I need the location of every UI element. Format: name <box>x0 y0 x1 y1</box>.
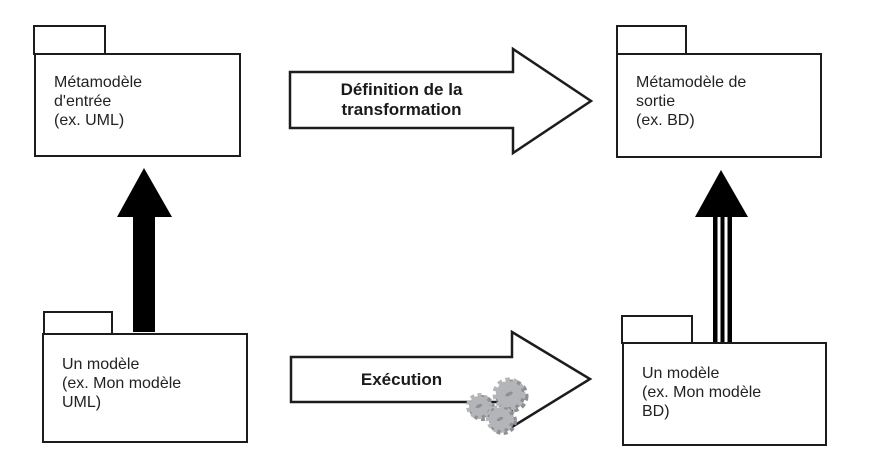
package-label-line: BD) <box>642 403 670 420</box>
package-tab <box>616 25 687 55</box>
package-label-line: (ex. UML) <box>54 112 125 129</box>
arrow-label-definition: Définition de la transformation <box>290 80 513 120</box>
up-arrow-right <box>695 170 748 342</box>
package-label-line: Un modèle <box>642 365 720 382</box>
package-label-line: (ex. Mon modèle <box>62 375 182 392</box>
gears-icon <box>466 377 529 435</box>
arrow-label-line: Définition de la <box>340 80 463 99</box>
package-label-line: d'entrée <box>54 93 112 110</box>
package-label-line: UML) <box>62 394 102 411</box>
package-body: Un modèle (ex. Mon modèle BD) <box>622 342 827 446</box>
package-body: Métamodèle de sortie (ex. BD) <box>616 53 822 158</box>
package-label-line: Métamodèle <box>54 74 143 91</box>
package-tab <box>43 311 113 335</box>
package-tab <box>621 315 693 344</box>
package-label-line: Un modèle <box>62 356 140 373</box>
up-arrow-left <box>117 168 172 332</box>
arrow-label-line: transformation <box>341 100 462 119</box>
package-tab <box>33 25 106 55</box>
package-label-line: (ex. BD) <box>636 112 695 129</box>
package-body: Métamodèle d'entrée (ex. UML) <box>34 53 241 157</box>
package-body: Un modèle (ex. Mon modèle UML) <box>42 333 248 443</box>
package-label-line: sortie <box>636 93 676 110</box>
package-label-line: Métamodèle de <box>636 74 747 91</box>
block-arrow-definition <box>288 46 594 156</box>
arrow-label-execution: Exécution <box>360 370 443 389</box>
package-label-line: (ex. Mon modèle <box>642 384 762 401</box>
